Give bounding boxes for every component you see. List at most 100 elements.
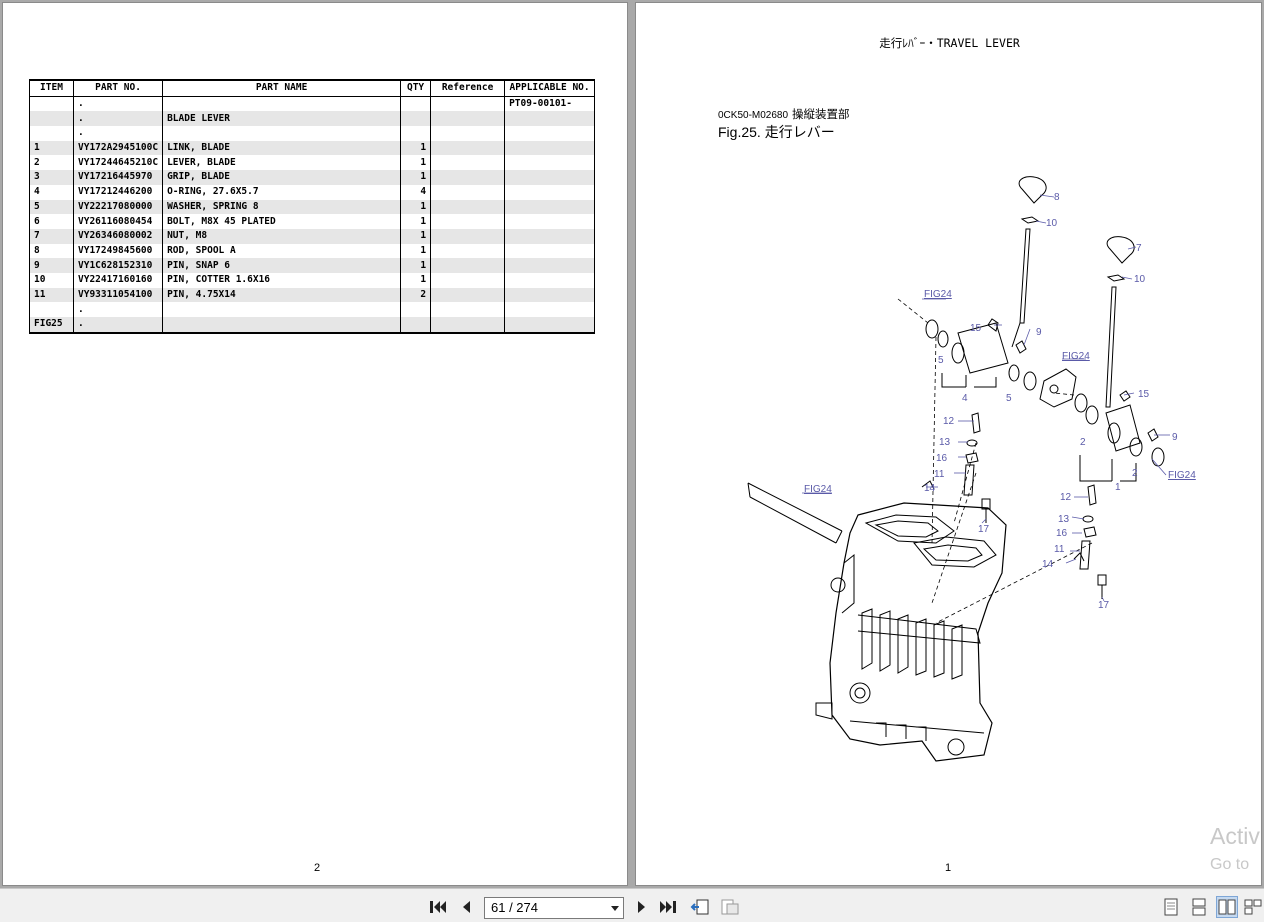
table-row: . PT09-00101- [29, 96, 596, 112]
two-page-continuous-view-button[interactable] [1242, 896, 1264, 918]
cell-part-no: . [72, 126, 164, 141]
left-page-number: 2 [314, 862, 321, 874]
callout-label[interactable]: 11 [1054, 544, 1065, 555]
callout-label[interactable]: 14 [924, 483, 936, 494]
callout-label[interactable]: 5 [1006, 393, 1012, 404]
cell-part-name: PIN, COTTER 1.6X16 [162, 272, 402, 288]
callout-label[interactable]: 17 [1098, 600, 1110, 611]
cell-part-name: PIN, 4.75X14 [162, 287, 402, 303]
table-row: .BLADE LEVER [29, 111, 596, 127]
cell-applicable-no [504, 184, 596, 200]
cell-reference [430, 140, 506, 156]
cell-item: 3 [29, 170, 74, 185]
cell-reference [430, 199, 506, 215]
callout-label[interactable]: 14 [1042, 559, 1054, 570]
col-header-qty: QTY [400, 78, 432, 97]
continuous-view-button[interactable] [1188, 896, 1210, 918]
cell-qty: 1 [400, 258, 432, 273]
cell-part-no: VY22217080000 [72, 199, 164, 215]
cell-part-no: VY22417160160 [72, 272, 164, 288]
next-page-button[interactable] [632, 898, 652, 916]
cell-reference [430, 258, 506, 273]
callout-label[interactable]: FIG24 [1062, 351, 1090, 362]
cell-qty: 1 [400, 243, 432, 259]
cell-item: 7 [29, 228, 74, 244]
cell-part-no: . [72, 96, 164, 112]
callout-label[interactable]: FIG24 [1168, 470, 1196, 481]
cell-item: 9 [29, 258, 74, 273]
callout-label[interactable]: 9 [1036, 327, 1042, 338]
cell-item [29, 111, 74, 127]
callout-label[interactable]: 8 [1054, 192, 1060, 203]
cell-reference [430, 302, 506, 317]
last-page-button[interactable] [658, 898, 678, 916]
callout-label[interactable]: 17 [978, 524, 990, 535]
cell-applicable-no [504, 126, 596, 141]
prev-page-button[interactable] [456, 898, 476, 916]
cell-part-name [162, 126, 402, 141]
go-back-view-button[interactable] [690, 898, 710, 916]
callout-label[interactable]: 11 [934, 469, 945, 480]
cell-qty: 1 [400, 214, 432, 229]
callout-label[interactable]: 2 [1080, 437, 1086, 448]
cell-item: 4 [29, 184, 74, 200]
callout-label[interactable]: 12 [1060, 492, 1072, 503]
cell-qty [400, 111, 432, 127]
callout-label[interactable]: 4 [962, 393, 968, 404]
cell-part-no: VY26116080454 [72, 214, 164, 229]
cell-part-no: . [72, 317, 164, 334]
cell-part-name [162, 96, 402, 112]
activation-watermark-title: Activ [1210, 823, 1260, 849]
parts-list-table: ITEM PART NO. PART NAME QTY Reference AP… [29, 78, 596, 334]
callout-labels: 8 10 7 10 FIG24 15 9 5 4 5 FIG24 15 12 1… [804, 192, 1196, 611]
callout-label[interactable]: FIG24 [804, 484, 832, 495]
table-row: . [29, 302, 596, 317]
cell-part-no: VY17249845600 [72, 243, 164, 259]
callout-label[interactable]: 16 [1056, 528, 1068, 539]
cell-part-no: VY17244645210C [72, 155, 164, 171]
cell-part-name [162, 317, 402, 334]
callout-label[interactable]: 9 [1172, 432, 1178, 443]
callout-label[interactable]: 16 [936, 453, 948, 464]
cell-applicable-no: PT09-00101- [504, 96, 596, 112]
cell-part-no: VY17216445970 [72, 170, 164, 185]
callout-label[interactable]: 12 [943, 416, 955, 427]
callout-label[interactable]: 5 [938, 355, 944, 366]
cell-reference [430, 287, 506, 303]
cell-item: 8 [29, 243, 74, 259]
cell-part-no: . [72, 302, 164, 317]
first-page-button[interactable] [428, 898, 448, 916]
callout-label[interactable]: 13 [1058, 514, 1070, 525]
cell-qty: 1 [400, 140, 432, 156]
callout-label[interactable]: 10 [1046, 218, 1058, 229]
cell-part-name: O-RING, 27.6X5.7 [162, 184, 402, 200]
single-page-view-button[interactable] [1160, 896, 1182, 918]
cell-applicable-no [504, 258, 596, 273]
callout-label[interactable]: 15 [970, 323, 982, 334]
chevron-down-icon[interactable] [611, 906, 619, 911]
go-forward-view-icon [721, 899, 739, 915]
callout-label[interactable]: 15 [1138, 389, 1150, 400]
cell-item [29, 302, 74, 317]
callout-label[interactable]: 10 [1134, 274, 1146, 285]
col-header-part-name: PART NAME [162, 78, 402, 97]
callout-label[interactable]: 2 [1132, 468, 1138, 479]
cell-part-name: GRIP, BLADE [162, 170, 402, 185]
page-number-field[interactable]: 61 / 274 [484, 897, 624, 919]
callout-label[interactable]: 1 [1115, 482, 1121, 493]
callout-label[interactable]: 7 [1136, 243, 1142, 254]
cell-applicable-no [504, 228, 596, 244]
callout-label[interactable]: 13 [939, 437, 951, 448]
cell-applicable-no [504, 170, 596, 185]
go-forward-view-button[interactable] [720, 898, 740, 916]
two-page-view-icon [1218, 899, 1236, 915]
cell-item [29, 96, 74, 112]
next-page-icon [638, 901, 645, 913]
cell-applicable-no [504, 199, 596, 215]
two-page-view-button[interactable] [1216, 896, 1238, 918]
document-page-left: ITEM PART NO. PART NAME QTY Reference AP… [2, 2, 628, 886]
callout-label[interactable]: FIG24 [924, 289, 952, 300]
